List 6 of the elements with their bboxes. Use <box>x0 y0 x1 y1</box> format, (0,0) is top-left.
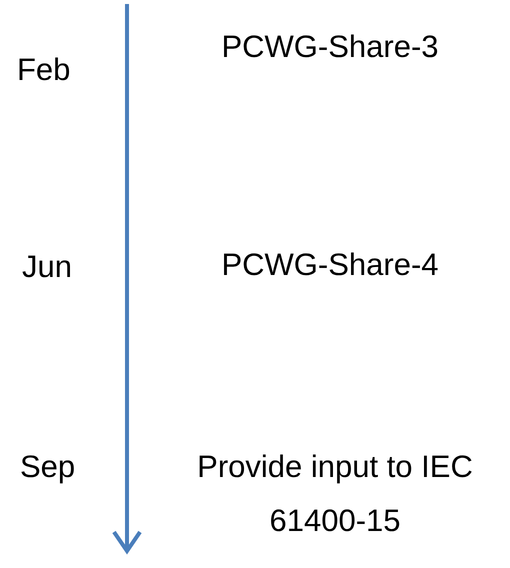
milestone-text: Provide input to IEC 61400-15 <box>196 448 474 540</box>
month-label: Sep <box>20 448 76 486</box>
month-label: Jun <box>22 248 73 286</box>
milestone-text: PCWG-Share-3 <box>220 28 440 66</box>
month-label: Feb <box>17 51 72 89</box>
milestone-text: PCWG-Share-4 <box>220 246 440 284</box>
